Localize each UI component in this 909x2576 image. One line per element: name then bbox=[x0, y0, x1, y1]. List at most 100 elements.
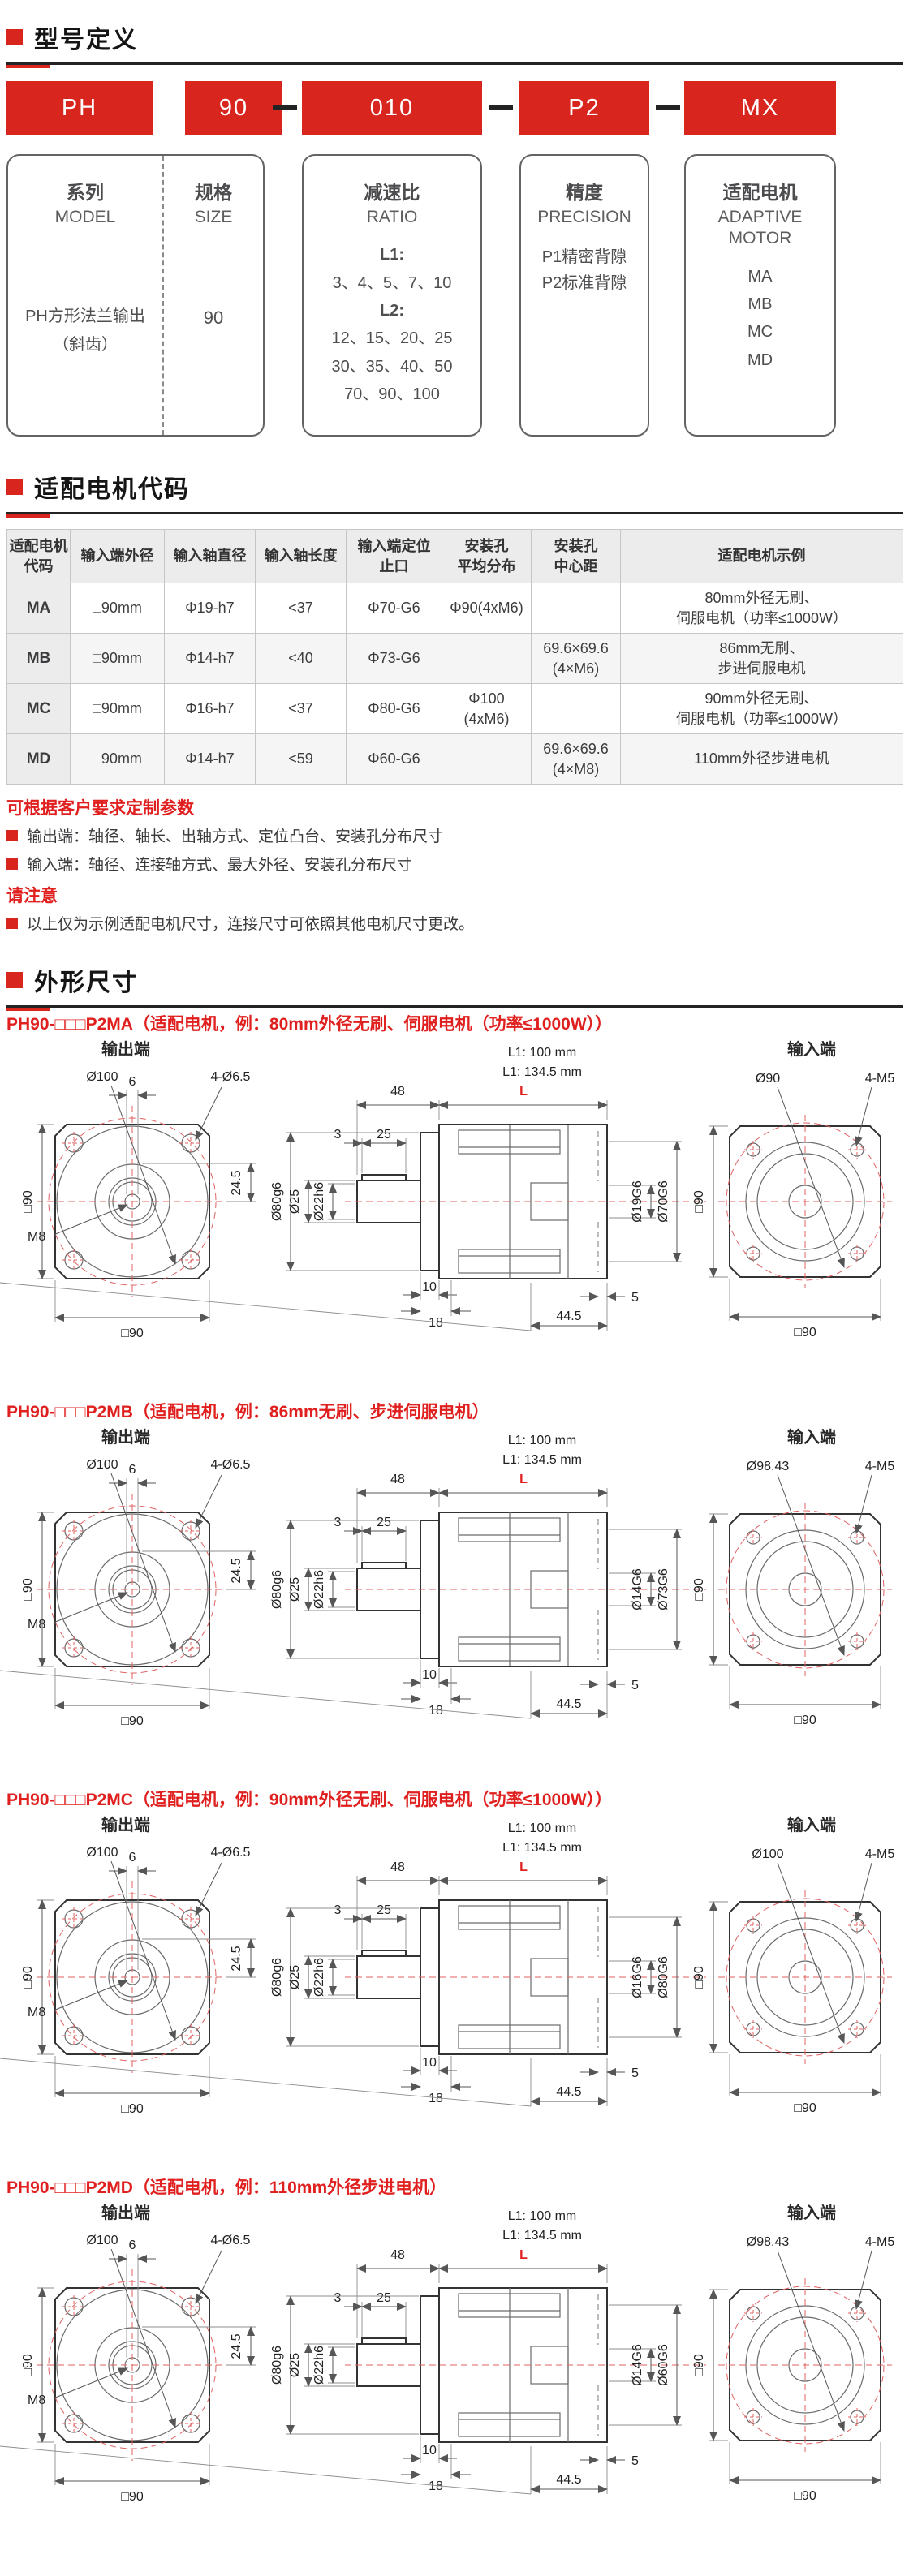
table-cell: <37 bbox=[255, 583, 347, 634]
attention-title: 请注意 bbox=[6, 887, 58, 905]
cad-drawing: 输出端 □90 □90 bbox=[0, 2203, 894, 2504]
precision-p2: P2标准背隙 bbox=[541, 274, 627, 293]
dim-25: 25 bbox=[377, 2291, 391, 2305]
dim-44-5: 44.5 bbox=[556, 2085, 581, 2099]
table-cell: 69.6×69.6 (4×M8) bbox=[531, 733, 621, 785]
dim-48: 48 bbox=[390, 1860, 405, 1874]
length-option-1: L1: 100 mm bbox=[508, 2209, 576, 2223]
spec-precision-en: PRECISION bbox=[537, 208, 631, 226]
dim-dia-25: Ø25 bbox=[288, 1577, 302, 1602]
ratio-l2-line2: 30、35、40、50 bbox=[331, 357, 453, 376]
note-bullet-text: 输出端：轴径、轴长、出轴方式、定位凸台、安装孔分布尺寸 bbox=[27, 828, 444, 845]
table-cell: □90mm bbox=[70, 583, 165, 634]
column-header: 安装孔 平均分布 bbox=[442, 529, 532, 583]
dim-m8: M8 bbox=[28, 1618, 45, 1632]
dim-18: 18 bbox=[429, 1704, 443, 1718]
section-model-definition-header: 型号定义 bbox=[6, 19, 903, 68]
dim-input-spigot: Ø73G6 bbox=[657, 1568, 670, 1611]
dim-square90: □90 bbox=[794, 1714, 816, 1727]
dim-4-holes: 4-Ø6.5 bbox=[211, 1458, 251, 1472]
length-option-2: L1: 134.5 mm bbox=[502, 1841, 582, 1855]
dim-input-spigot: Ø70G6 bbox=[657, 1180, 670, 1223]
dim-square90: □90 bbox=[692, 1578, 706, 1601]
dim-22h6: Ø22h6 bbox=[312, 1182, 326, 1221]
dash-separator bbox=[489, 105, 513, 110]
dim-input-flange-dia: Ø100 bbox=[752, 1847, 783, 1861]
column-header: 输入端外径 bbox=[70, 529, 165, 583]
dim-6: 6 bbox=[129, 1463, 136, 1477]
table-cell: □90mm bbox=[70, 683, 165, 734]
note-bullet-text: 以上仅为示例适配电机尺寸，连接尺寸可依照其他电机尺寸更改。 bbox=[27, 916, 475, 933]
dim-length-L: L bbox=[519, 1085, 528, 1099]
code-box-ratio: 010 bbox=[302, 81, 482, 135]
input-flange-view: 输入端 □90 □90 Ø100 bbox=[692, 1815, 894, 2115]
drawing-title: PH90-□□□P2MB（适配电机，例：86mm无刷、步进伺服电机） bbox=[6, 1403, 489, 1421]
side-view: L1: 100 mm L1: 134.5 mm 48 bbox=[0, 1434, 706, 1719]
output-end-label: 输出端 bbox=[101, 1427, 150, 1447]
dim-square90: □90 bbox=[794, 1326, 816, 1340]
dim-input-bore: Ø14G6 bbox=[631, 1568, 644, 1611]
input-end-label: 输入端 bbox=[787, 1039, 836, 1059]
dim-input-bore: Ø14G6 bbox=[631, 2344, 644, 2386]
table-cell: Φ80-G6 bbox=[346, 683, 442, 734]
dim-input-flange-dia: Ø90 bbox=[756, 1072, 780, 1086]
red-square-bullet bbox=[6, 479, 23, 495]
dim-24-5: 24.5 bbox=[230, 1946, 243, 1971]
dim-10: 10 bbox=[422, 1668, 437, 1682]
dim-5: 5 bbox=[631, 2454, 639, 2468]
spec-size-en: SIZE bbox=[194, 208, 233, 226]
dim-input-screws: 4-M5 bbox=[865, 1072, 895, 1086]
spec-box-precision: 精度 PRECISION P1精密背隙 P2标准背隙 bbox=[519, 154, 649, 437]
dim-5: 5 bbox=[631, 1679, 639, 1692]
code-box-series: PH bbox=[6, 81, 153, 135]
red-square-bullet bbox=[6, 858, 18, 870]
section-title: 型号定义 bbox=[34, 27, 138, 54]
dim-diameter-100: Ø100 bbox=[86, 1070, 118, 1084]
column-header: 适配电机示例 bbox=[620, 529, 903, 583]
drawing-title: PH90-□□□P2MC（适配电机，例：90mm外径无刷、伺服电机（功率≤100… bbox=[6, 1791, 613, 1809]
input-flange-view: 输入端 □90 □90 Ø98.43 bbox=[692, 2203, 894, 2503]
length-option-2: L1: 134.5 mm bbox=[502, 1453, 582, 1467]
dim-input-flange-dia: Ø98.43 bbox=[747, 2235, 790, 2249]
length-option-2: L1: 134.5 mm bbox=[502, 1065, 582, 1079]
length-option-2: L1: 134.5 mm bbox=[502, 2229, 582, 2243]
side-view: L1: 100 mm L1: 134.5 mm 48 bbox=[0, 2209, 706, 2495]
table-cell: 86mm无刷、 步进伺服电机 bbox=[620, 633, 903, 684]
dim-5: 5 bbox=[631, 2066, 639, 2080]
cad-drawing: 输出端 □90 □90 bbox=[0, 1427, 894, 1728]
spec-motor-en: ADAPTIVE MOTOR bbox=[717, 208, 803, 248]
dim-input-flange-dia: Ø98.43 bbox=[747, 1460, 790, 1473]
cad-drawing: 输出端 □90 □90 bbox=[0, 1039, 895, 1340]
table-cell: □90mm bbox=[70, 733, 165, 785]
spec-series-zh: 系列 bbox=[67, 182, 104, 203]
dim-square90: □90 bbox=[121, 1327, 144, 1340]
motor-code-cell: MA bbox=[6, 583, 71, 634]
dim-3: 3 bbox=[334, 1903, 342, 1917]
output-end-label: 输出端 bbox=[101, 1815, 150, 1834]
spec-precision-zh: 精度 bbox=[566, 182, 603, 203]
dim-square90: □90 bbox=[21, 1966, 35, 1989]
table-cell: 110mm外径步进电机 bbox=[620, 733, 903, 785]
spec-series-line1: PH方形法兰输出 bbox=[25, 307, 145, 326]
section-dimensions-header: 外形尺寸 bbox=[6, 962, 903, 1011]
section-title: 适配电机代码 bbox=[34, 476, 190, 503]
red-square-bullet bbox=[6, 972, 23, 988]
dim-10: 10 bbox=[422, 2056, 437, 2070]
note-bullet-attention: 以上仅为示例适配电机尺寸，连接尺寸可依照其他电机尺寸更改。 bbox=[6, 912, 474, 934]
dim-48: 48 bbox=[390, 1085, 405, 1099]
dim-5: 5 bbox=[631, 1291, 639, 1305]
motor-code-cell: MC bbox=[6, 683, 71, 734]
column-header: 适配电机 代码 bbox=[6, 529, 71, 583]
dim-44-5: 44.5 bbox=[556, 1697, 581, 1711]
note-bullet-input: 输入端：轴径、连接轴方式、最大外径、安装孔分布尺寸 bbox=[6, 853, 412, 875]
drawing-title: PH90-□□□P2MA（适配电机，例：80mm外径无刷、伺服电机（功率≤100… bbox=[6, 1015, 613, 1034]
table-cell: Φ14-h7 bbox=[164, 633, 256, 684]
dim-length-L: L bbox=[519, 2248, 528, 2262]
dash-separator bbox=[273, 105, 297, 110]
motor-code-cell: MB bbox=[6, 633, 71, 684]
column-header: 安装孔 中心距 bbox=[531, 529, 621, 583]
dim-square90: □90 bbox=[121, 2102, 144, 2116]
dim-square90: □90 bbox=[121, 2490, 144, 2504]
spec-series: 系列 MODEL PH方形法兰输出 （斜齿） bbox=[8, 156, 164, 435]
